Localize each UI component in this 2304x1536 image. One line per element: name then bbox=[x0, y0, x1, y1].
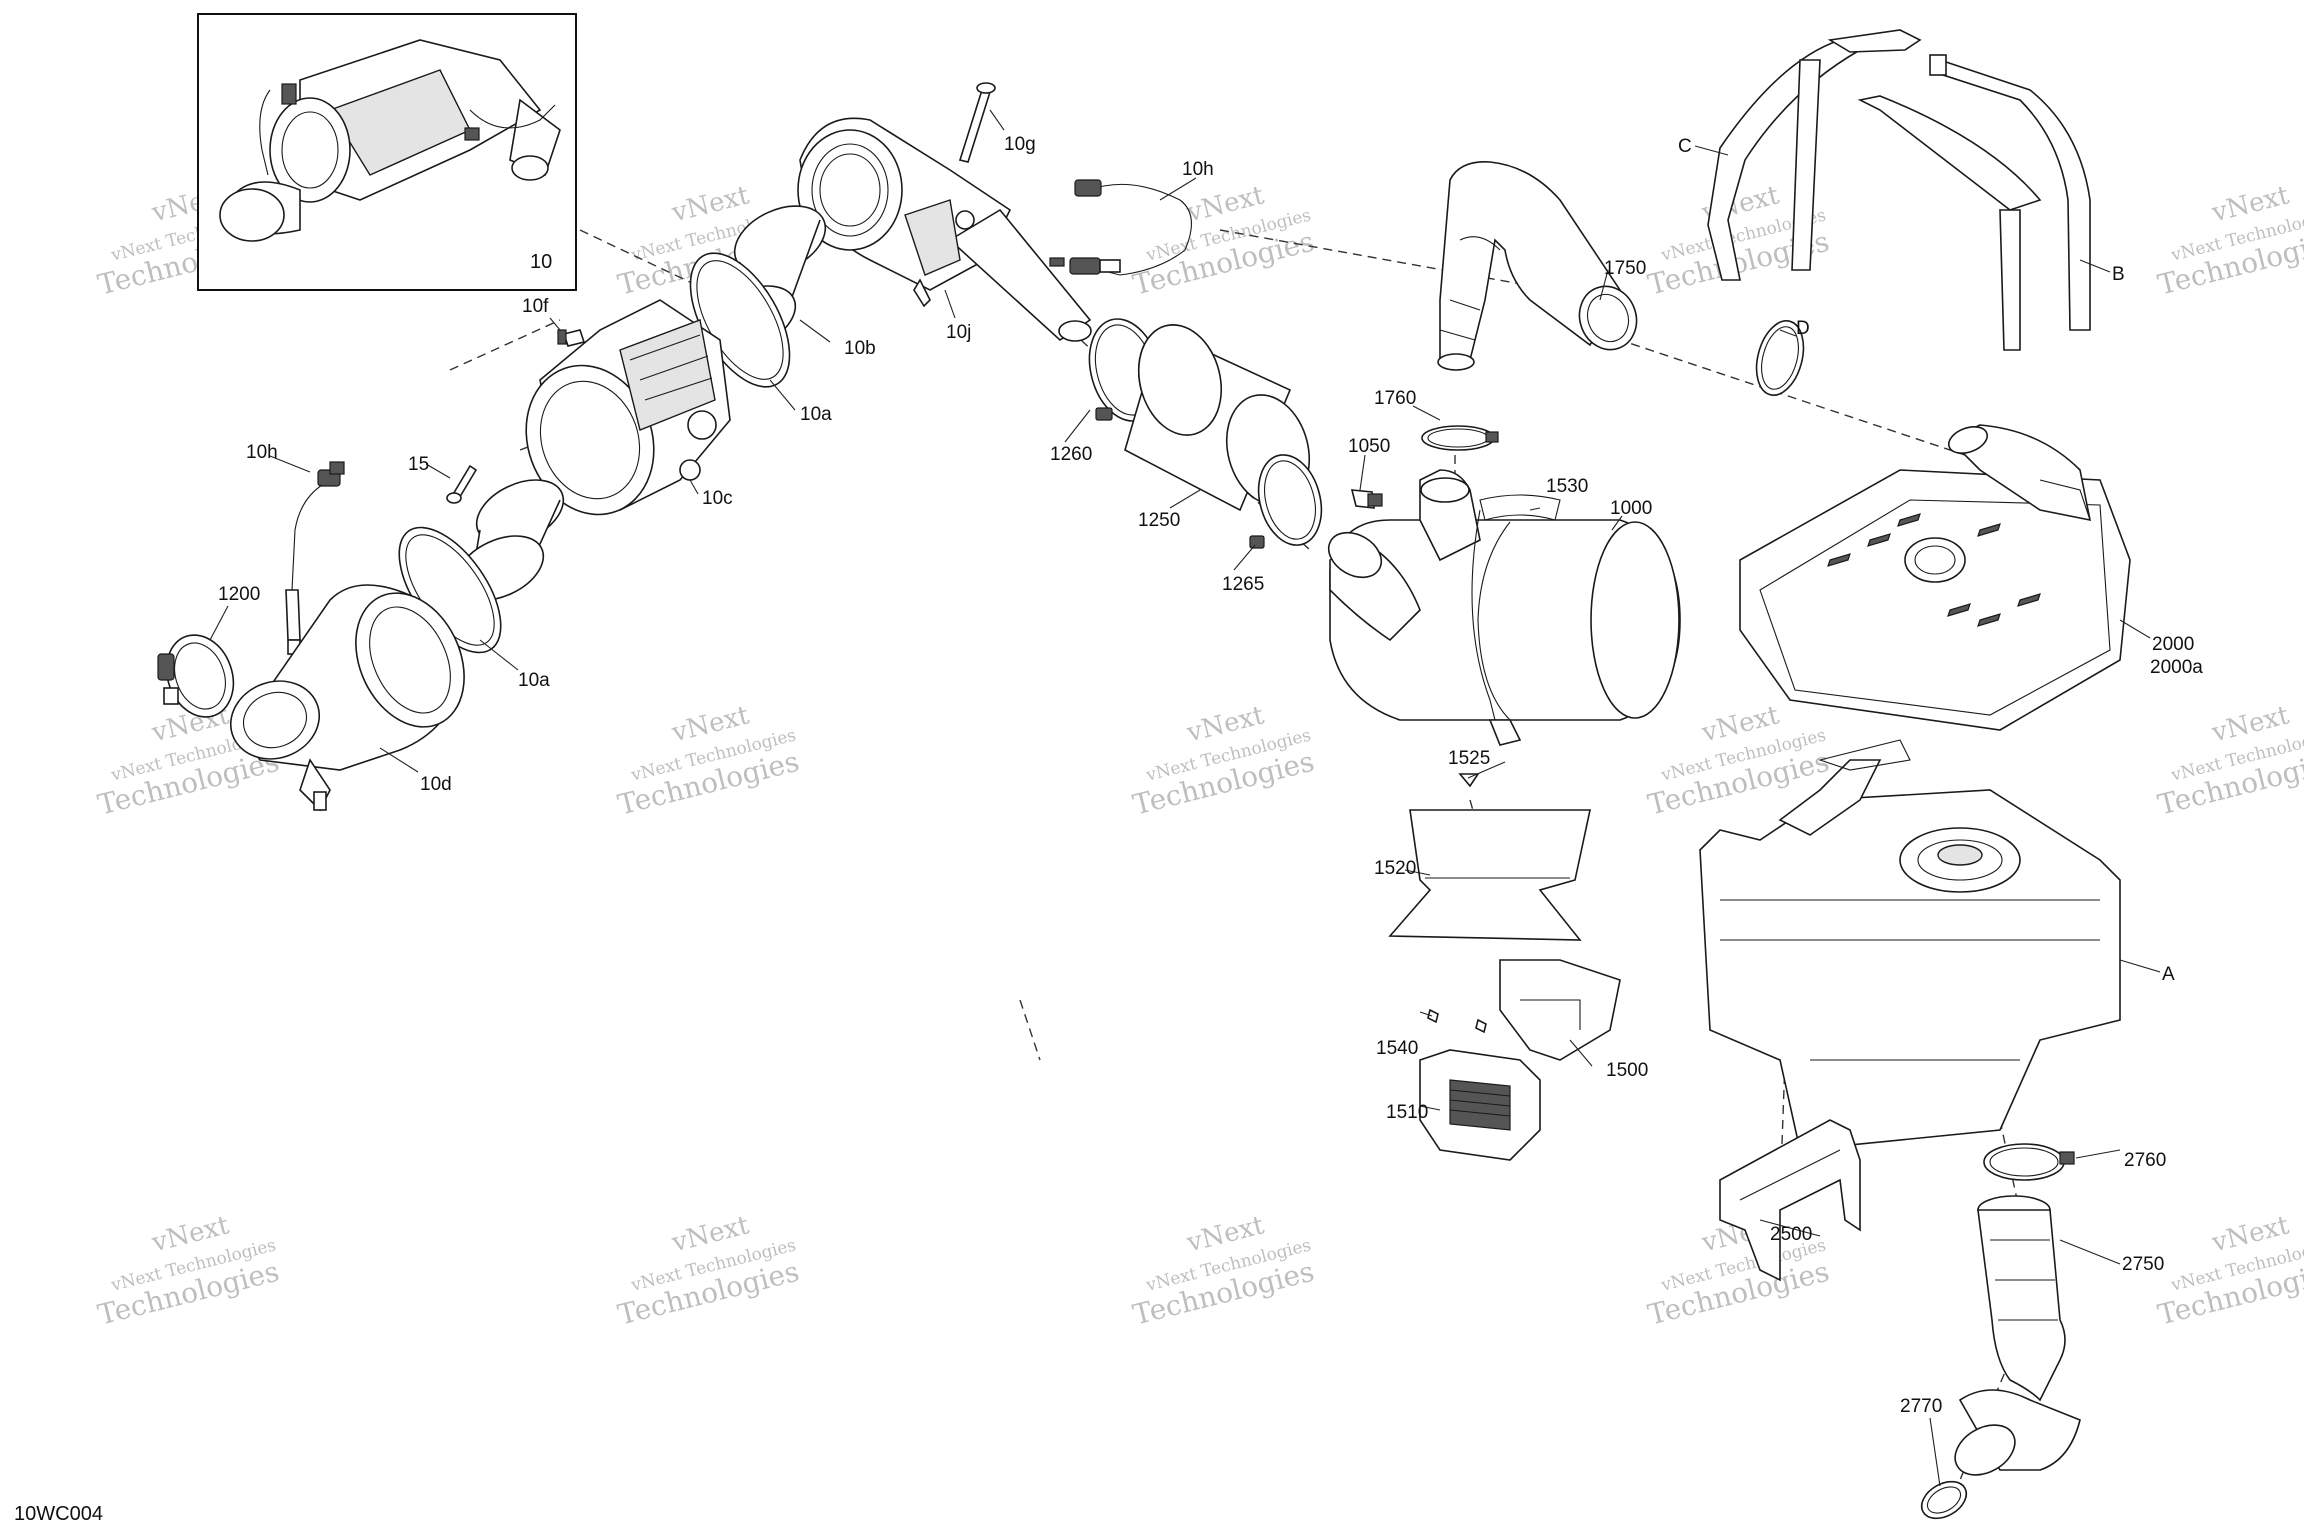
part-10h-o2-sensor-left bbox=[285, 461, 345, 655]
part-10d-inlet-cone bbox=[229, 584, 465, 812]
part-10f-screw bbox=[557, 329, 586, 347]
part-A-airbox-base bbox=[1699, 739, 2121, 1151]
callout-10h-top: 10h bbox=[1182, 159, 1214, 180]
inset-catalyst-illustration bbox=[219, 39, 561, 242]
part-2760-clamp bbox=[1983, 1143, 2075, 1181]
callout-10a-top: 10a bbox=[800, 404, 832, 425]
part-2500-mount-bracket bbox=[1719, 1119, 1861, 1282]
part-1520-bracket bbox=[1388, 809, 1591, 941]
leader-lines bbox=[209, 109, 2161, 1487]
callout-2760: 2760 bbox=[2124, 1150, 2166, 1171]
callout-A: A bbox=[2162, 964, 2175, 985]
inset-label: 10 bbox=[530, 251, 552, 273]
part-D-clamp bbox=[1755, 320, 1805, 396]
part-10j-catalyst-housing bbox=[797, 117, 1092, 342]
callout-10c: 10c bbox=[702, 488, 733, 509]
callout-10a-bottom: 10a bbox=[518, 670, 550, 691]
callout-B: B bbox=[2112, 264, 2125, 285]
callout-1500: 1500 bbox=[1606, 1060, 1648, 1081]
inset-assembly-10: 10 bbox=[197, 13, 577, 291]
callout-1525: 1525 bbox=[1448, 748, 1490, 769]
callout-1760: 1760 bbox=[1374, 388, 1416, 409]
figure-id: 10WC004 bbox=[14, 1503, 103, 1525]
part-2770-clamp bbox=[1920, 1480, 1968, 1520]
part-1760-clamp bbox=[1421, 425, 1499, 451]
callout-15: 15 bbox=[408, 454, 429, 475]
part-2000-airbox-cover bbox=[1739, 424, 2131, 731]
part-1500-relay-bracket bbox=[1499, 959, 1621, 1061]
part-1265-clamp bbox=[1249, 454, 1323, 549]
callout-10h-left: 10h bbox=[246, 442, 278, 463]
part-1200-clamp bbox=[157, 634, 235, 718]
callout-1530: 1530 bbox=[1546, 476, 1588, 497]
callout-1260: 1260 bbox=[1050, 444, 1092, 465]
callout-1200: 1200 bbox=[218, 584, 260, 605]
callout-1250: 1250 bbox=[1138, 510, 1180, 531]
part-1510-control-module bbox=[1419, 1049, 1541, 1161]
part-10h-o2-sensor-top bbox=[1069, 179, 1192, 276]
callout-10d: 10d bbox=[420, 774, 452, 795]
part-10g-bolt bbox=[958, 82, 996, 163]
callout-labels: 10g 10h 10b 10j 10f 10a 10c 10h 15 1200 … bbox=[218, 134, 2203, 1417]
part-B-strap bbox=[1857, 54, 2091, 351]
part-1530-strap bbox=[1471, 494, 1561, 746]
callout-1050: 1050 bbox=[1348, 436, 1390, 457]
part-15-bolt bbox=[446, 464, 478, 504]
callout-2500: 2500 bbox=[1770, 1224, 1812, 1245]
callout-10b: 10b bbox=[844, 338, 876, 359]
callout-1265: 1265 bbox=[1222, 574, 1264, 595]
part-1750-upper-pipe bbox=[1437, 161, 1638, 371]
part-1250-sleeve bbox=[1124, 324, 1311, 512]
callout-1520: 1520 bbox=[1374, 858, 1416, 879]
part-1525-screw bbox=[1458, 773, 1480, 788]
part-1000-muffler bbox=[1327, 469, 1681, 721]
callout-2000a: 2000a bbox=[2150, 657, 2203, 678]
part-C-strap bbox=[1707, 29, 1922, 281]
callout-1000: 1000 bbox=[1610, 498, 1652, 519]
callout-2770: 2770 bbox=[1900, 1396, 1942, 1417]
callout-2750: 2750 bbox=[2122, 1254, 2164, 1275]
callout-10f: 10f bbox=[522, 296, 549, 317]
callout-C: C bbox=[1678, 136, 1692, 157]
callout-1750: 1750 bbox=[1604, 258, 1646, 279]
part-2750-duct bbox=[1954, 1195, 2081, 1476]
callout-1540: 1540 bbox=[1376, 1038, 1418, 1059]
callout-2000: 2000 bbox=[2152, 634, 2194, 655]
part-1050-sensor bbox=[1350, 489, 1383, 509]
callout-10g: 10g bbox=[1004, 134, 1036, 155]
callout-1510: 1510 bbox=[1386, 1102, 1428, 1123]
callout-10j: 10j bbox=[946, 322, 971, 343]
part-1540-screw-left bbox=[1427, 1008, 1487, 1034]
callout-D: D bbox=[1796, 318, 1810, 339]
part-10c-catalyst-body bbox=[525, 299, 731, 516]
